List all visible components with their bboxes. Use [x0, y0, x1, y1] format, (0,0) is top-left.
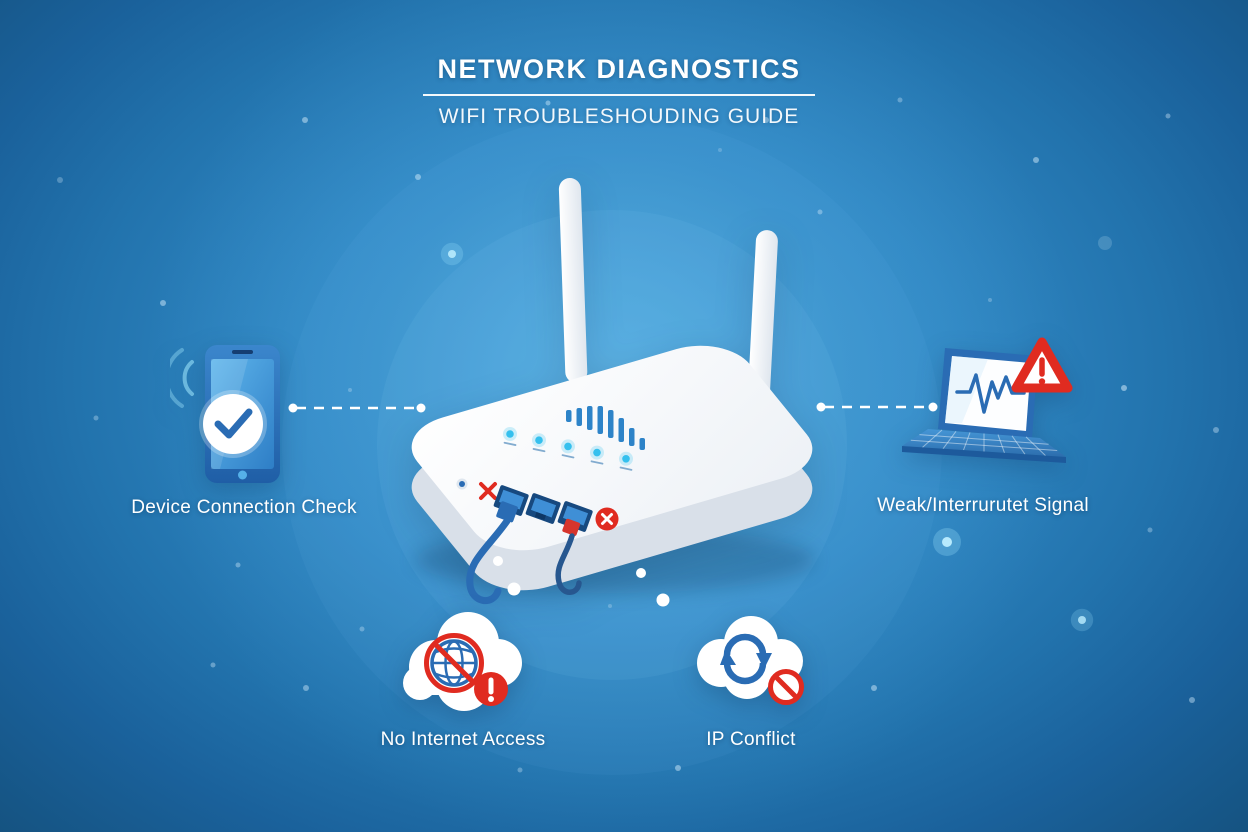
- dashed-connector-right: [816, 402, 938, 412]
- phone-speaker: [232, 350, 253, 354]
- x-mark-icon: [601, 513, 613, 525]
- label-ip-conflict: IP Conflict: [706, 729, 796, 750]
- label-weak-signal: Weak/Interrurutet Signal: [877, 495, 1089, 516]
- no-internet-cloud: [403, 612, 522, 711]
- prohibition-icon: [424, 633, 484, 693]
- ip-conflict-cloud: [697, 616, 804, 705]
- wave-logo-icon: [566, 406, 645, 450]
- exclamation-icon: [474, 672, 508, 706]
- sync-arrows-icon: [720, 633, 772, 685]
- bokeh-dots: [57, 97, 1219, 773]
- led-indicators: [503, 427, 633, 471]
- laptop-screen: [938, 348, 1038, 438]
- title-underline: [423, 94, 815, 96]
- page-subtitle: WIFI TROUBLESHOUDING GUIDE: [438, 105, 800, 128]
- keyboard-keys: [910, 429, 1058, 456]
- router-illustration: [411, 178, 813, 604]
- page-title: NETWORK DIAGNOSTICS: [437, 54, 801, 84]
- laptop-base: [902, 429, 1066, 463]
- antenna-right: [747, 230, 778, 410]
- cables: [466, 501, 582, 604]
- check-badge: [199, 390, 267, 458]
- prohibition-icon: [768, 669, 804, 705]
- laptop-front-edge: [902, 446, 1066, 463]
- laptop-illustration: [902, 337, 1073, 463]
- antenna-left: [558, 178, 588, 383]
- header: NETWORK DIAGNOSTICS WIFI TROUBLESHOUDING…: [369, 54, 869, 129]
- label-device-connection-check: Device Connection Check: [131, 497, 357, 518]
- reset-button: [456, 478, 468, 490]
- signal-arcs-icon: [170, 348, 194, 408]
- x-mark-icon: [479, 482, 497, 500]
- port-error-badge: [595, 507, 619, 531]
- phone-illustration: [170, 345, 280, 483]
- phone-home-button: [238, 470, 247, 480]
- label-no-internet-access: No Internet Access: [380, 729, 546, 750]
- alert-triangle-icon: [1011, 337, 1073, 393]
- lan-cable: [466, 517, 511, 604]
- lan-cable-plug: [496, 501, 518, 523]
- wan-cable-plug: [562, 518, 581, 536]
- wan-cable: [555, 533, 582, 595]
- thought-trail-left: [493, 556, 521, 596]
- signal-waveform-icon: [955, 373, 1026, 414]
- dashed-connector-left: [288, 403, 426, 413]
- check-icon: [214, 408, 253, 439]
- thought-trail-right: [636, 568, 670, 607]
